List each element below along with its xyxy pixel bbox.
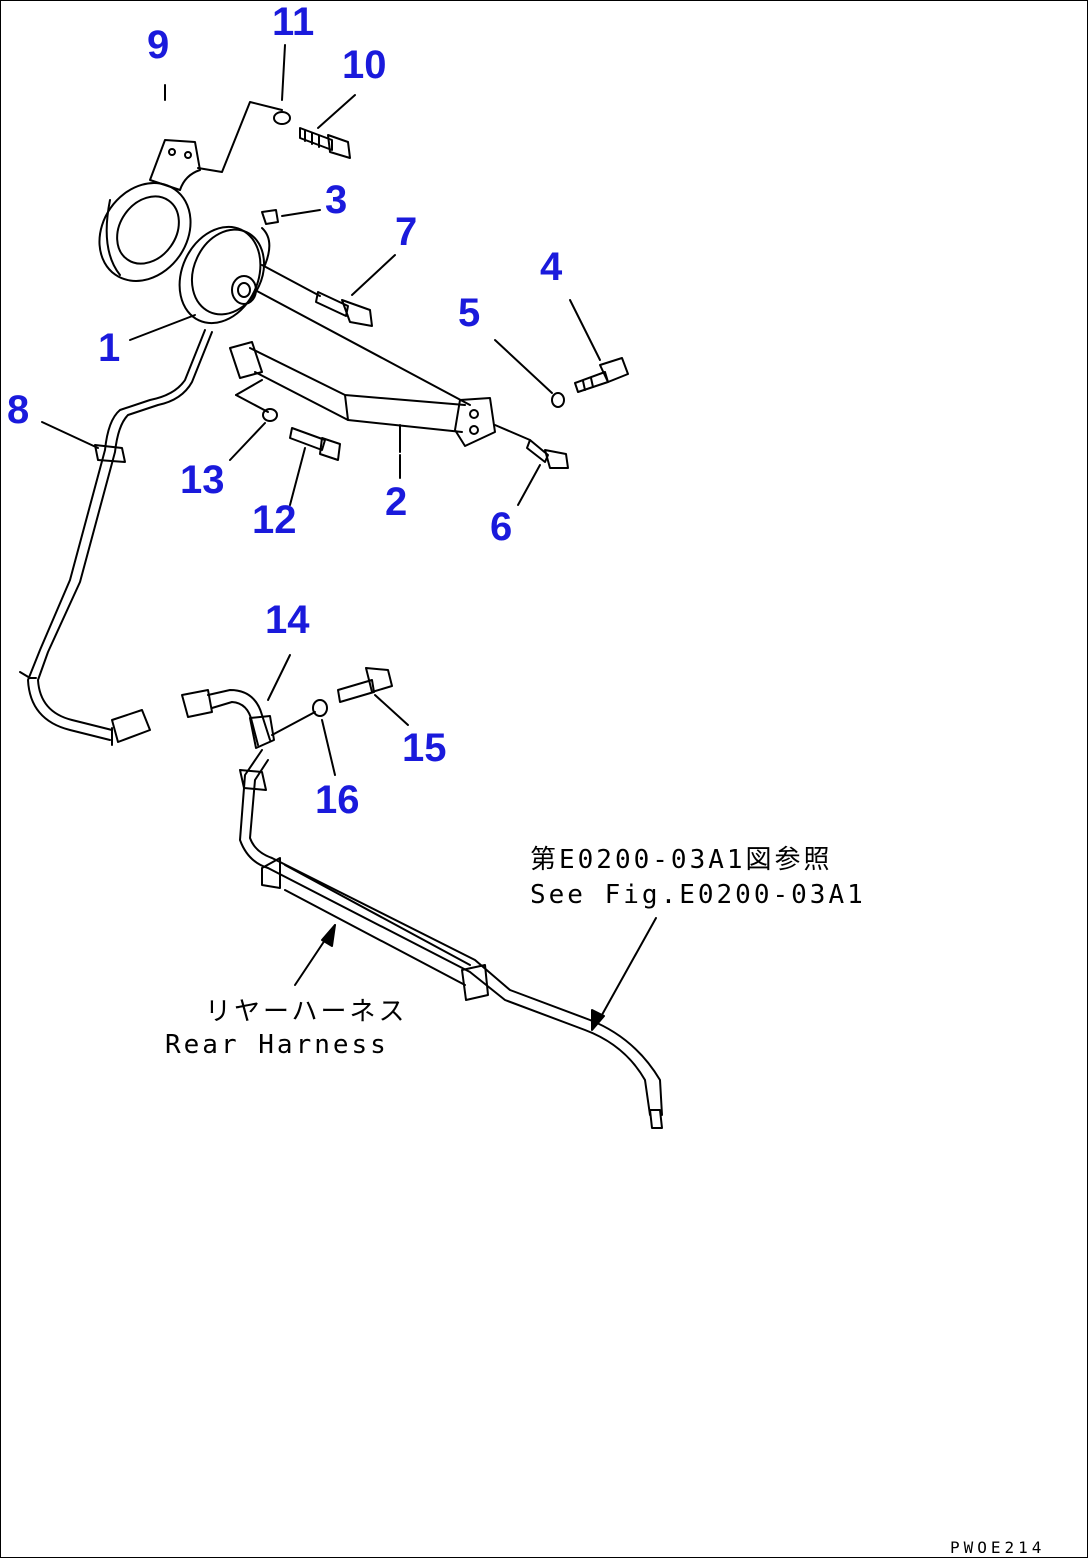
callout-2: 2 xyxy=(385,480,408,524)
callout-4: 4 xyxy=(540,245,563,289)
part-16-washer xyxy=(312,699,328,717)
part-7-bolt xyxy=(261,264,373,327)
part-15-bolt xyxy=(337,667,393,703)
part-1-sensor xyxy=(178,225,271,325)
callout-1: 1 xyxy=(98,326,121,370)
callout-9: 9 xyxy=(147,23,170,67)
part-2-arm xyxy=(229,289,496,447)
callout-12: 12 xyxy=(252,498,297,542)
callout-13: 13 xyxy=(180,458,225,502)
leader-4 xyxy=(569,299,601,361)
see-fig-note-en: See Fig.E0200-03A1 xyxy=(530,880,866,910)
leader-7 xyxy=(351,254,396,296)
leader-11 xyxy=(197,101,283,173)
leader-16 xyxy=(321,719,336,776)
part-9-bracket xyxy=(98,139,201,282)
rear-harness-label-jp: リヤーハーネス xyxy=(205,997,408,1027)
callout-3: 3 xyxy=(325,178,348,222)
leader-10 xyxy=(317,94,356,129)
part-13-washer xyxy=(262,408,278,422)
arrow-rear-harness xyxy=(294,924,336,986)
leader-8 xyxy=(41,421,99,449)
leader-3 xyxy=(281,209,321,217)
arrow-see-fig xyxy=(591,917,657,1031)
callout-6: 6 xyxy=(490,505,513,549)
part-4-bolt xyxy=(574,357,629,393)
part-11-washer xyxy=(273,111,291,125)
see-fig-note-jp: 第E0200-03A1図参照 xyxy=(530,845,833,875)
part-8-harness xyxy=(19,329,213,746)
leader-15 xyxy=(374,694,409,726)
leader-12 xyxy=(289,447,306,506)
callout-5: 5 xyxy=(458,291,481,335)
leader-1 xyxy=(129,314,196,341)
leader-16b xyxy=(271,711,316,736)
part-10-bolt xyxy=(299,127,351,159)
part-12-bolt xyxy=(289,427,341,461)
part-6-bolt xyxy=(494,424,569,469)
part-3-clip xyxy=(261,209,279,225)
callout-7: 7 xyxy=(395,210,418,254)
leader-6 xyxy=(517,464,541,506)
leader-5 xyxy=(494,339,553,394)
callout-11: 11 xyxy=(272,0,315,44)
drawing-code: PWOE214 xyxy=(950,1538,1046,1557)
part-14-connector xyxy=(181,689,275,749)
leader-11-top xyxy=(281,44,286,101)
rear-harness-label-en: Rear Harness xyxy=(165,1030,389,1060)
part-5-washer xyxy=(551,392,565,408)
rear-harness xyxy=(239,749,663,1129)
leader-13 xyxy=(229,422,266,461)
callout-8: 8 xyxy=(7,388,30,432)
leader-14 xyxy=(267,654,291,701)
callout-10: 10 xyxy=(342,43,387,87)
callout-16: 16 xyxy=(315,778,360,822)
callout-14: 14 xyxy=(265,598,310,642)
callout-15: 15 xyxy=(402,726,447,770)
